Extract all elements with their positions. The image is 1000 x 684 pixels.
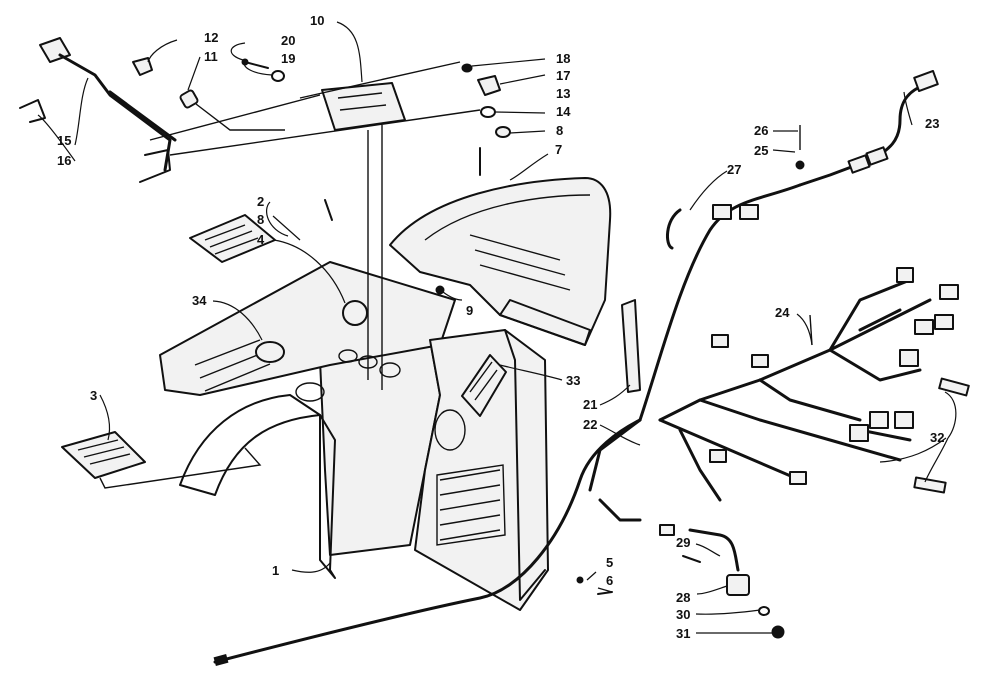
callout-10: 10 xyxy=(310,13,324,28)
nut-13 xyxy=(480,106,496,118)
callout-5: 5 xyxy=(606,555,613,570)
switch-assembly xyxy=(576,528,785,639)
callout-28: 28 xyxy=(676,590,690,605)
callout-14: 14 xyxy=(556,104,571,119)
callout-23: 23 xyxy=(925,116,939,131)
callout-1: 1 xyxy=(272,563,279,578)
callout-12: 12 xyxy=(204,30,218,45)
callout-7: 7 xyxy=(555,142,562,157)
callout-16: 16 xyxy=(57,153,71,168)
callout-9: 9 xyxy=(466,303,473,318)
callout-22: 22 xyxy=(583,417,597,432)
pin-8-lower xyxy=(324,199,333,221)
callout-17: 17 xyxy=(556,68,570,83)
callout-33: 33 xyxy=(566,373,580,388)
callout-6: 6 xyxy=(606,573,613,588)
bezel-10 xyxy=(321,82,406,390)
cowl-panel xyxy=(389,177,612,346)
callout-27: 27 xyxy=(727,162,741,177)
grommet-34 xyxy=(255,341,285,363)
callout-8-upper: 8 xyxy=(556,123,563,138)
callout-2: 2 xyxy=(257,194,264,209)
fastener-18 xyxy=(461,63,473,73)
callout-4: 4 xyxy=(257,232,265,247)
connection-line-mid xyxy=(169,109,481,156)
callout-20: 20 xyxy=(281,33,295,48)
knob-12 xyxy=(132,57,153,76)
nut-14 xyxy=(495,126,511,138)
callout-29: 29 xyxy=(676,535,690,550)
callout-32: 32 xyxy=(930,430,944,445)
callout-34: 34 xyxy=(192,293,207,308)
throttle-cable-assembly xyxy=(19,37,177,183)
callout-18: 18 xyxy=(556,51,570,66)
decal-33 xyxy=(461,354,507,417)
leader-lines xyxy=(37,21,957,634)
callout-labels: 1 2 3 4 5 6 7 8 8 9 10 11 12 13 14 15 16… xyxy=(57,13,944,641)
callout-21: 21 xyxy=(583,397,597,412)
washer-19 xyxy=(271,70,285,82)
switch-17 xyxy=(477,75,501,96)
wiring-harness xyxy=(588,70,970,536)
callout-8-lower: 8 xyxy=(257,212,264,227)
callout-30: 30 xyxy=(676,607,690,622)
callout-25: 25 xyxy=(754,143,768,158)
callout-31: 31 xyxy=(676,626,690,641)
callout-13: 13 xyxy=(556,86,570,101)
callout-19: 19 xyxy=(281,51,295,66)
trim-strip-21 xyxy=(621,299,641,393)
switch-11 xyxy=(179,89,285,131)
gauge-plug-4 xyxy=(342,300,368,326)
callout-11: 11 xyxy=(204,49,218,64)
callout-3: 3 xyxy=(90,388,97,403)
decal-3 xyxy=(61,431,262,489)
callout-26: 26 xyxy=(754,123,768,138)
fastener-9 xyxy=(435,285,445,295)
connection-line-top xyxy=(149,61,461,141)
console-body xyxy=(159,261,642,667)
callout-24: 24 xyxy=(775,305,790,320)
callout-15: 15 xyxy=(57,133,71,148)
